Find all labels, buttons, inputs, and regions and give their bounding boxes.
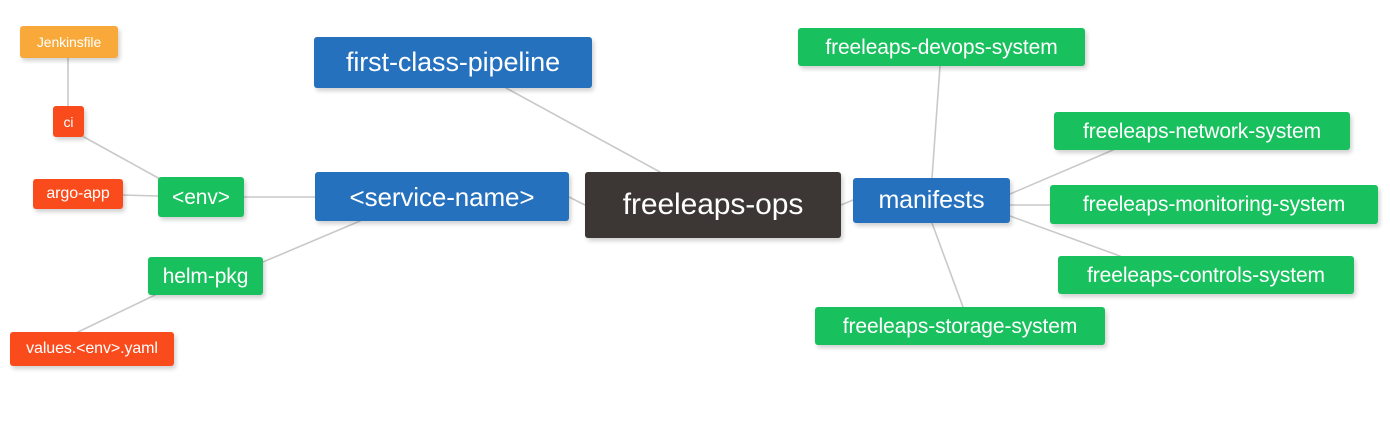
mindmap-node-first-class-pipeline[interactable]: first-class-pipeline (314, 37, 592, 88)
mindmap-node-service-name[interactable]: <service-name> (315, 172, 569, 221)
edge-manifests-to-freeleaps-devops-system (931, 65, 941, 179)
mindmap-node-argo-app[interactable]: argo-app (33, 179, 123, 209)
edge-freeleaps-ops-to-service-name (568, 196, 586, 206)
edge-env-to-argo-app (122, 194, 159, 197)
mindmap-node-helm-pkg[interactable]: helm-pkg (148, 257, 263, 295)
mindmap-node-freeleaps-storage-system[interactable]: freeleaps-storage-system (815, 307, 1105, 345)
mindmap-node-freeleaps-monitoring-system[interactable]: freeleaps-monitoring-system (1050, 185, 1378, 224)
edge-helm-pkg-to-values-env-yaml (77, 294, 156, 333)
mindmap-node-jenkinsfile[interactable]: Jenkinsfile (20, 26, 118, 58)
mindmap-node-manifests[interactable]: manifests (853, 178, 1010, 223)
mindmap-node-ci[interactable]: ci (53, 106, 84, 137)
edge-freeleaps-ops-to-first-class-pipeline (505, 87, 661, 173)
mindmap-node-freeleaps-network-system[interactable]: freeleaps-network-system (1054, 112, 1350, 150)
mindmap-node-freeleaps-controls-system[interactable]: freeleaps-controls-system (1058, 256, 1354, 294)
edge-env-to-ci (83, 136, 161, 180)
edge-freeleaps-ops-to-manifests (840, 199, 854, 206)
mindmap-node-env[interactable]: <env> (158, 177, 244, 217)
mindmap-node-freeleaps-ops[interactable]: freeleaps-ops (585, 172, 841, 238)
edge-manifests-to-freeleaps-storage-system (931, 222, 964, 308)
mindmap-node-values-env-yaml[interactable]: values.<env>.yaml (10, 332, 174, 366)
edge-service-name-to-helm-pkg (262, 220, 361, 263)
mindmap-node-freeleaps-devops-system[interactable]: freeleaps-devops-system (798, 28, 1085, 66)
